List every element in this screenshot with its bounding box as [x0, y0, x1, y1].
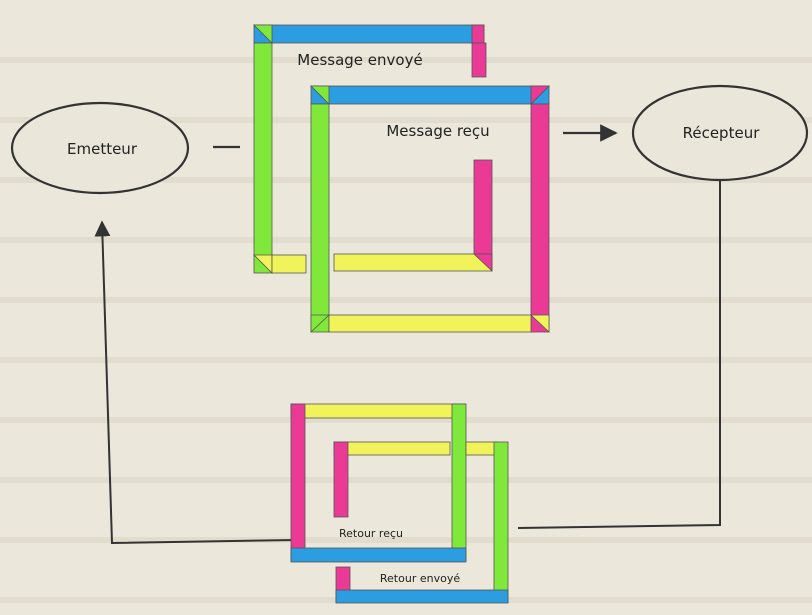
feedback-shape — [290, 403, 509, 604]
sender-node: Emetteur — [10, 101, 190, 195]
receiver-to-feedback-line — [517, 180, 721, 529]
feedback-received-label: Retour reçu — [339, 527, 403, 540]
message-received-shape — [310, 85, 550, 333]
message-received-label: Message reçu — [386, 122, 489, 140]
receiver-node: Récepteur — [631, 84, 809, 182]
message-sent-label: Message envoyé — [297, 51, 422, 69]
message-sent-shape — [253, 24, 487, 274]
feedback-sent-label: Retour envoyé — [380, 572, 460, 585]
sender-label: Emetteur — [67, 140, 138, 158]
feedback-to-sender-arrow — [94, 220, 297, 545]
receiver-label: Récepteur — [683, 124, 761, 142]
